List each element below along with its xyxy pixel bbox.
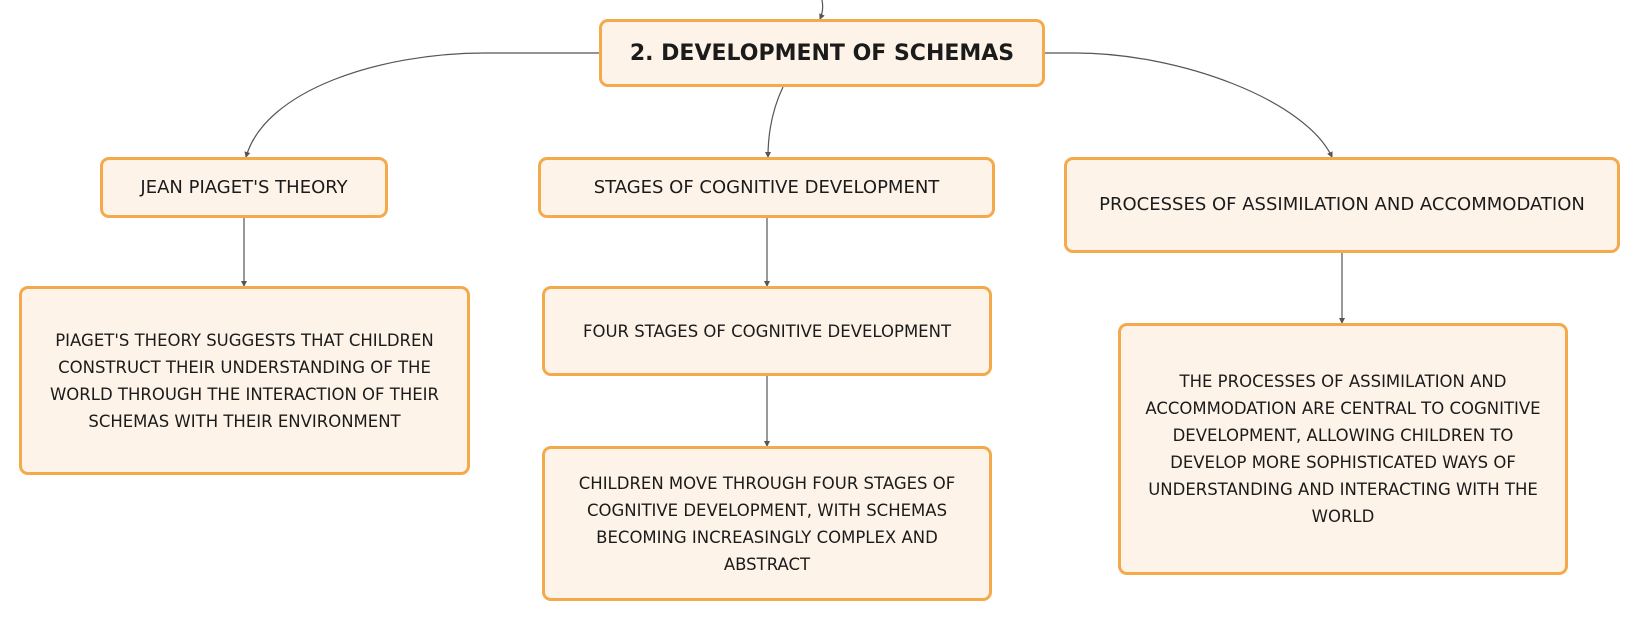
node-assimilation-accommodation-description[interactable]: THE PROCESSES OF ASSIMILATION AND ACCOMM… (1118, 323, 1568, 575)
node-four-stages-of-cognitive-development[interactable]: FOUR STAGES OF COGNITIVE DEVELOPMENT (542, 286, 992, 376)
node-piaget-theory-description[interactable]: PIAGET'S THEORY SUGGESTS THAT CHILDREN C… (19, 286, 470, 475)
node-stages-of-cognitive-development[interactable]: STAGES OF COGNITIVE DEVELOPMENT (538, 157, 995, 218)
connector-root-to-piaget-theory (244, 52, 599, 158)
node-label: JEAN PIAGET'S THEORY (140, 176, 348, 198)
node-children-move-through-stages[interactable]: CHILDREN MOVE THROUGH FOUR STAGES OF COG… (542, 446, 992, 601)
node-processes-of-assimilation-and-accommodation[interactable]: PROCESSES OF ASSIMILATION AND ACCOMMODAT… (1064, 157, 1620, 253)
node-jean-piaget-theory[interactable]: JEAN PIAGET'S THEORY (100, 157, 388, 218)
connector-root-to-processes (1045, 52, 1333, 158)
node-label: STAGES OF COGNITIVE DEVELOPMENT (593, 176, 940, 198)
connector-root-to-stages (765, 86, 784, 158)
connector-incoming-root (819, 0, 825, 20)
node-label: THE PROCESSES OF ASSIMILATION AND ACCOMM… (1145, 372, 1541, 526)
node-label: CHILDREN MOVE THROUGH FOUR STAGES OF COG… (578, 473, 956, 574)
root-node-development-of-schemas[interactable]: 2. DEVELOPMENT OF SCHEMAS (599, 19, 1045, 87)
node-label: PIAGET'S THEORY SUGGESTS THAT CHILDREN C… (49, 330, 440, 431)
root-node-label: 2. DEVELOPMENT OF SCHEMAS (629, 40, 1015, 66)
node-label: FOUR STAGES OF COGNITIVE DEVELOPMENT (582, 321, 952, 341)
node-label: PROCESSES OF ASSIMILATION AND ACCOMMODAT… (1099, 194, 1585, 215)
